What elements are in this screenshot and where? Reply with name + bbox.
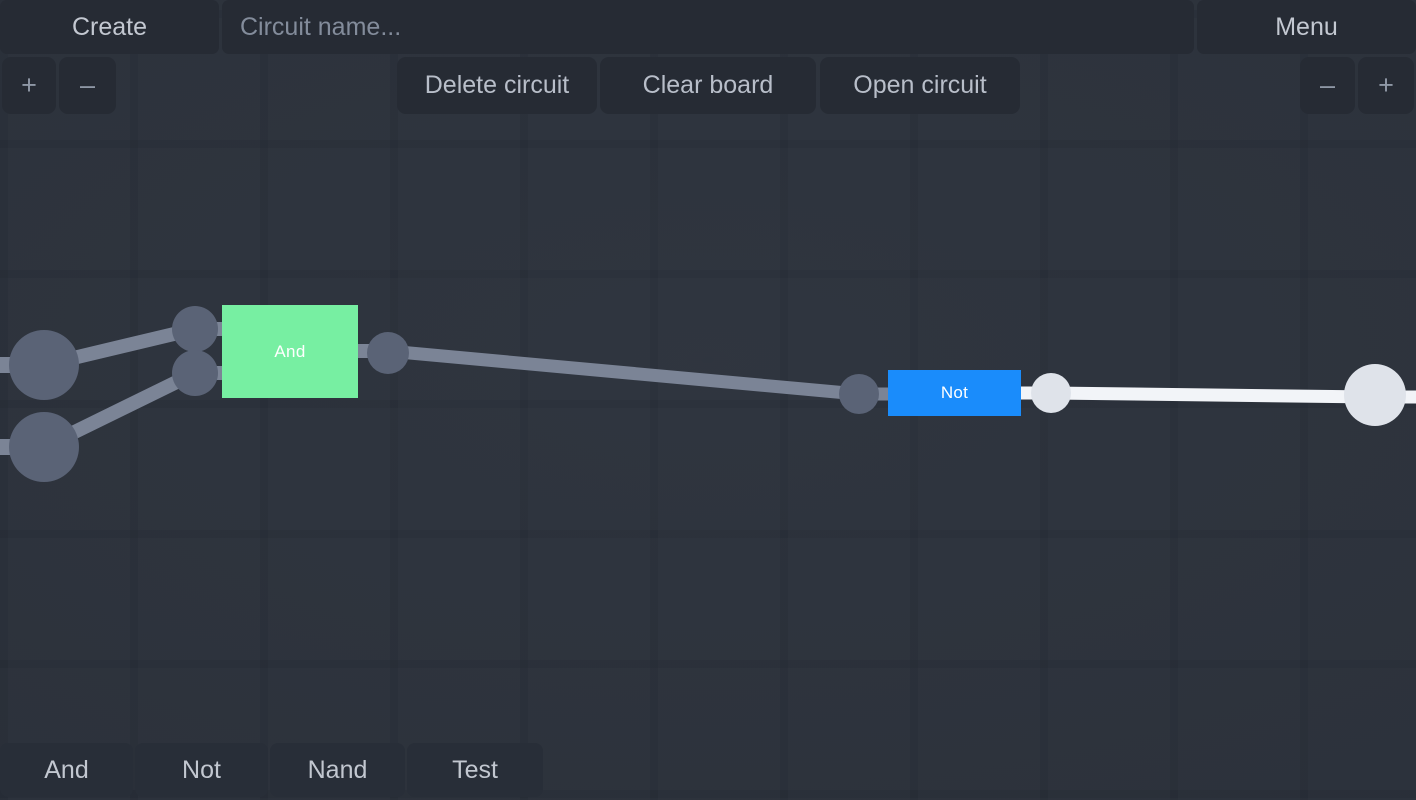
circuit-node-and-in-bottom[interactable] — [172, 350, 218, 396]
zoom-in-right-button[interactable]: + — [1358, 57, 1414, 114]
palette-item-nand[interactable]: Nand — [270, 743, 405, 797]
create-button[interactable]: Create — [0, 0, 219, 54]
gate-not-gate[interactable]: Not — [888, 370, 1021, 416]
open-circuit-button[interactable]: Open circuit — [820, 57, 1020, 114]
secondary-toolbar: + – Delete circuit Clear board Open circ… — [0, 57, 1416, 114]
palette-item-test[interactable]: Test — [407, 743, 543, 797]
top-bar: Create Menu — [0, 0, 1416, 54]
circuit-node-input-b[interactable] — [9, 412, 79, 482]
gate-and-gate[interactable]: And — [222, 305, 358, 398]
circuit-node-and-in-top[interactable] — [172, 306, 218, 352]
zoom-out-left-button[interactable]: – — [59, 57, 116, 114]
circuit-node-input-a[interactable] — [9, 330, 79, 400]
wire[interactable] — [387, 344, 859, 401]
palette-item-not[interactable]: Not — [135, 743, 268, 797]
circuit-name-input[interactable] — [222, 0, 1194, 54]
clear-board-button[interactable]: Clear board — [600, 57, 816, 114]
gate-palette: And Not Nand Test — [0, 743, 543, 797]
circuit-node-output-final[interactable] — [1344, 364, 1406, 426]
zoom-out-right-button[interactable]: – — [1300, 57, 1355, 114]
palette-item-and[interactable]: And — [0, 743, 133, 797]
wire[interactable] — [1050, 386, 1375, 404]
circuit-node-and-out[interactable] — [367, 332, 409, 374]
zoom-in-left-button[interactable]: + — [2, 57, 56, 114]
circuit-node-not-out[interactable] — [1031, 373, 1071, 413]
circuit-node-not-in[interactable] — [839, 374, 879, 414]
menu-button[interactable]: Menu — [1197, 0, 1416, 54]
delete-circuit-button[interactable]: Delete circuit — [397, 57, 597, 114]
